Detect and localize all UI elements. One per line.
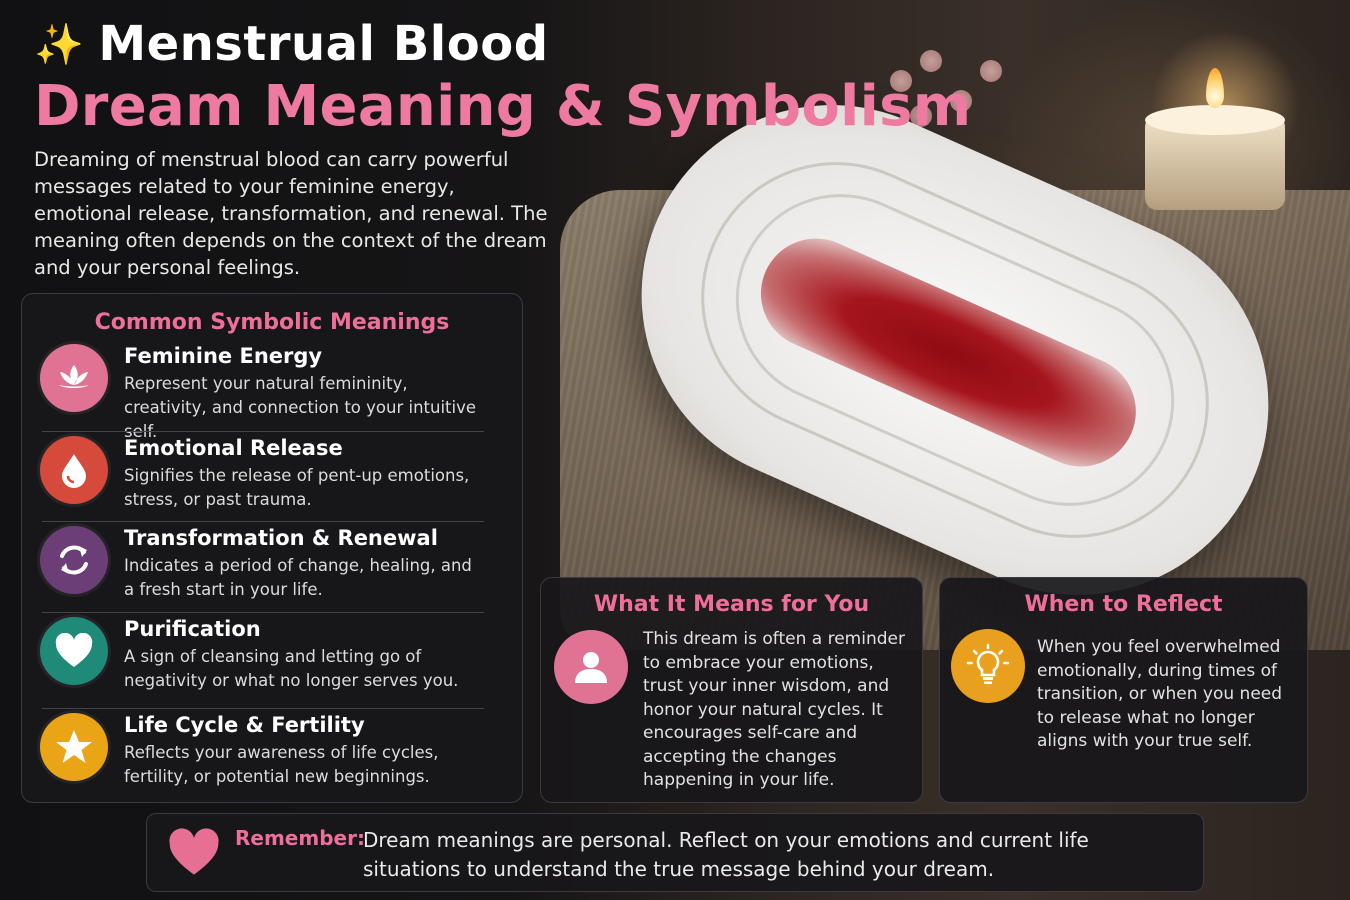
- divider: [42, 431, 484, 432]
- title-text: Menstrual Blood: [98, 16, 549, 72]
- lotus-icon: [40, 344, 108, 412]
- heart-icon: [167, 828, 221, 882]
- heart-icon: [40, 617, 108, 685]
- symbol-name: Feminine Energy: [124, 344, 323, 368]
- title-line-2: Dream Meaning & Symbolism: [34, 74, 972, 139]
- what-it-means-title: What It Means for You: [593, 592, 870, 617]
- remember-banner: Remember: Dream meanings are personal. R…: [146, 813, 1204, 892]
- droplet-icon: [40, 436, 108, 504]
- symbol-name: Purification: [124, 617, 261, 641]
- symbol-name: Emotional Release: [124, 436, 343, 460]
- what-it-means-panel: What It Means for You This dream is ofte…: [540, 577, 923, 803]
- lightbulb-icon: [951, 629, 1025, 703]
- symbol-name: Life Cycle & Fertility: [124, 713, 365, 737]
- symbol-desc: A sign of cleansing and letting go of ne…: [124, 647, 459, 690]
- flowers-photo: [880, 20, 1040, 140]
- symbol-item-feminine-energy: Feminine Energy Represent your natural f…: [40, 344, 486, 444]
- symbol-item-purification: Purification A sign of cleansing and let…: [40, 617, 486, 693]
- person-icon: [554, 630, 628, 704]
- symbol-desc: Signifies the release of pent-up emotion…: [124, 466, 470, 509]
- what-it-means-text: This dream is often a reminder to embrac…: [643, 629, 905, 790]
- symbol-name: Transformation & Renewal: [124, 526, 438, 550]
- symbol-item-emotional-release: Emotional Release Signifies the release …: [40, 436, 486, 512]
- symbolic-meanings-panel: Common Symbolic Meanings Feminine Energy…: [21, 293, 523, 803]
- star-icon: [40, 713, 108, 781]
- divider: [42, 612, 484, 613]
- title-line-1: ✨ Menstrual Blood: [34, 16, 549, 72]
- intro-paragraph: Dreaming of menstrual blood can carry po…: [34, 148, 548, 279]
- symbol-item-transformation: Transformation & Renewal Indicates a per…: [40, 526, 486, 602]
- symbol-desc: Indicates a period of change, healing, a…: [124, 556, 472, 599]
- cycle-arrows-icon: [40, 526, 108, 594]
- divider: [42, 521, 484, 522]
- symbol-desc: Reflects your awareness of life cycles, …: [124, 743, 439, 786]
- symbolic-meanings-title: Common Symbolic Meanings: [94, 310, 450, 335]
- when-to-reflect-text: When you feel overwhelmed emotionally, d…: [1037, 637, 1283, 751]
- remember-text: Dream meanings are personal. Reflect on …: [363, 828, 1089, 881]
- when-to-reflect-title: When to Reflect: [1024, 592, 1223, 617]
- symbol-item-life-cycle: Life Cycle & Fertility Reflects your awa…: [40, 713, 486, 789]
- remember-label: Remember:: [235, 826, 365, 850]
- sparkle-icon: ✨: [34, 21, 85, 68]
- symbol-desc: Represent your natural femininity, creat…: [124, 374, 477, 441]
- divider: [42, 708, 484, 709]
- candle-photo: [1120, 30, 1320, 220]
- when-to-reflect-panel: When to Reflect When you feel overwhelme…: [939, 577, 1308, 803]
